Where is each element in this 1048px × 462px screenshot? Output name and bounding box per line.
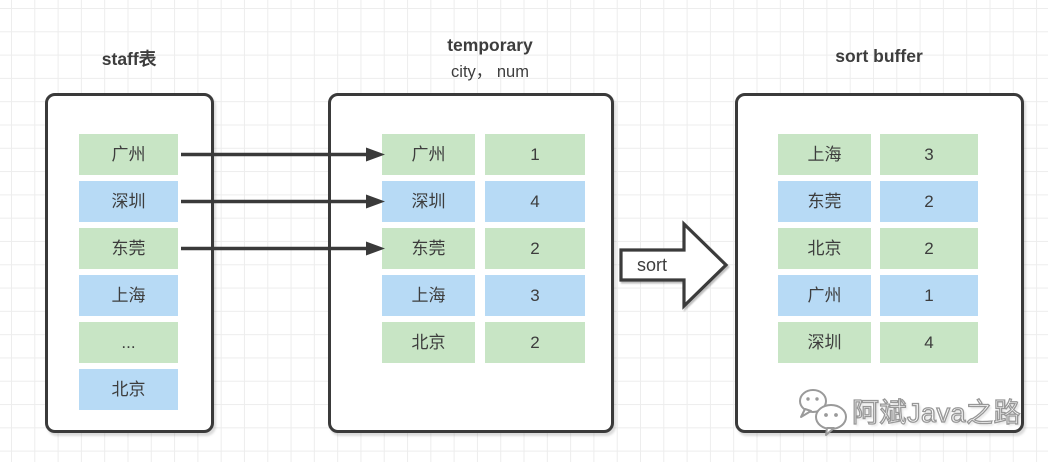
temporary-row: 北京 2 [382,322,585,363]
staff-row: 北京 [79,369,178,410]
city-cell: 广州 [778,275,871,316]
city-cell: 深圳 [778,322,871,363]
temporary-row: 广州 1 [382,134,585,175]
watermark-text: 阿斌Java之路 [851,397,1022,428]
staff-row: 上海 [79,275,178,316]
num-cell: 2 [485,228,585,269]
city-cell: 北京 [778,228,871,269]
city-cell: 东莞 [778,181,871,222]
num-cell: 3 [485,275,585,316]
sort-buffer-row: 北京 2 [778,228,978,269]
temporary-row: 东莞 2 [382,228,585,269]
temporary-row: 上海 3 [382,275,585,316]
temporary-table-title: temporary [447,35,533,55]
city-cell: 北京 [382,322,475,363]
sort-buffer-row: 深圳 4 [778,322,978,363]
city-cell: 深圳 [79,181,178,222]
watermark: 阿斌Java之路 [796,388,1021,438]
staff-table-panel: 广州 深圳 东莞 上海 ... 北京 [45,93,214,433]
temporary-table-subtitle: city， num [451,63,529,81]
num-cell: 2 [485,322,585,363]
sort-buffer-row: 上海 3 [778,134,978,175]
city-cell: 上海 [79,275,178,316]
city-cell: 东莞 [382,228,475,269]
city-cell: 深圳 [382,181,475,222]
city-cell: 东莞 [79,228,178,269]
sort-buffer-title: sort buffer [835,46,923,66]
city-cell: 北京 [79,369,178,410]
city-cell: 广州 [79,134,178,175]
sort-buffer-row: 东莞 2 [778,181,978,222]
staff-row: 深圳 [79,181,178,222]
num-cell: 4 [880,322,978,363]
sort-buffer-row: 广州 1 [778,275,978,316]
wechat-logo-icon [799,389,847,436]
num-cell: 2 [880,228,978,269]
sort-arrow-label: sort [636,255,667,275]
staff-table-title: staff表 [101,49,157,69]
staff-row: 东莞 [79,228,178,269]
temporary-table-panel: 广州 1 深圳 4 东莞 2 上海 3 北京 2 [328,93,614,433]
city-cell: 上海 [382,275,475,316]
city-cell: ... [79,322,178,363]
sort-buffer-panel: 上海 3 东莞 2 北京 2 广州 1 深圳 4 [735,93,1024,433]
num-cell: 3 [880,134,978,175]
city-cell: 广州 [382,134,475,175]
num-cell: 4 [485,181,585,222]
temporary-row: 深圳 4 [382,181,585,222]
num-cell: 1 [485,134,585,175]
city-cell: 上海 [778,134,871,175]
staff-row: ... [79,322,178,363]
num-cell: 1 [880,275,978,316]
num-cell: 2 [880,181,978,222]
staff-row: 广州 [79,134,178,175]
